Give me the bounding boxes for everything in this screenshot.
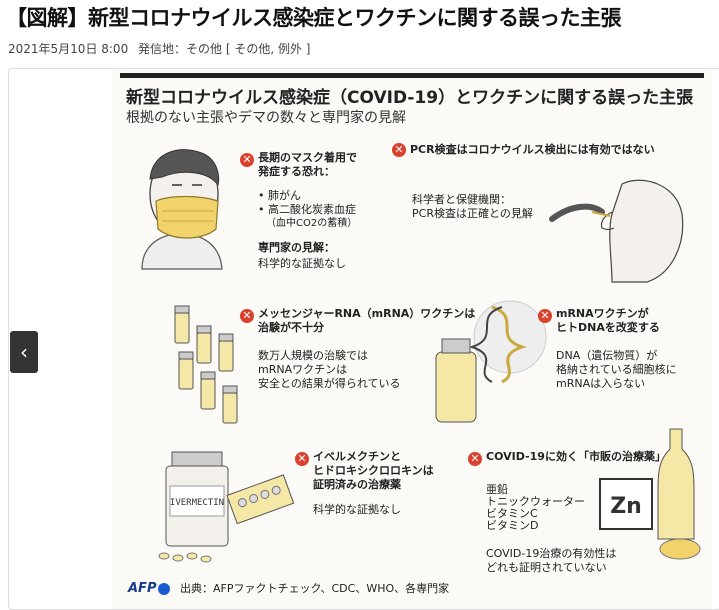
pcr-view-line2: PCR検査は正確との見解 (412, 207, 533, 220)
mask-claim-line1: 長期のマスク着用で (258, 151, 357, 164)
otc-view-line2: どれも証明されていない (486, 561, 607, 574)
mask-item-3: （血中CO2の蓄積） (266, 218, 358, 229)
mask-expert-view: 科学的な証拠なし (258, 257, 346, 270)
mask-item-1: • 肺がん (258, 189, 301, 202)
infographic: 新型コロナウイルス感染症（COVID-19）とワクチンに関する誤った主張 根拠の… (112, 69, 712, 609)
cross-icon: ✕ (240, 309, 254, 323)
ivermectin-view: 科学的な証拠なし (313, 503, 401, 516)
infographic-subtitle: 根拠のない主張やデマの数々と専門家の見解 (126, 110, 406, 126)
chevron-left-icon[interactable]: ‹ (10, 331, 38, 373)
mask-item-2: • 高二酸化炭素血症 (258, 203, 356, 216)
ivermectin-illustration: IVERMECTIN (158, 451, 295, 563)
vials-illustration (174, 305, 238, 424)
image-frame: 新型コロナウイルス感染症（COVID-19）とワクチンに関する誤った主張 根拠の… (8, 68, 719, 610)
zinc-symbol: Zn (610, 494, 642, 519)
mrna-dna-claim-line2: ヒトDNAを改変する (556, 321, 660, 334)
mrna-trial-view-line2: mRNAワクチンは (258, 363, 348, 376)
cross-icon: ✕ (468, 452, 482, 466)
mrna-trial-view-line3: 安全との結果が得られている (258, 377, 401, 390)
cross-icon: ✕ (240, 153, 254, 167)
mrna-trial-claim-line2: 治験が不十分 (258, 321, 324, 334)
ivermectin-claim-line3: 証明済みの治療薬 (313, 478, 401, 491)
top-rule (120, 73, 704, 78)
ivermectin-claim-line1: イベルメクチンと (313, 450, 401, 463)
otc-view-line1: COVID-19治療の有効性は (486, 547, 617, 560)
pcr-view-line1: 科学者と保健機関： (412, 193, 511, 206)
pcr-test-illustration (549, 179, 684, 283)
cross-icon: ✕ (392, 143, 406, 157)
mrna-trial-view-line1: 数万人規模の治験では (258, 349, 368, 362)
cross-icon: ✕ (295, 452, 309, 466)
mrna-dna-view-line2: 格納されている細胞核に (556, 363, 677, 376)
mask-claim-line2: 発症する恐れ： (258, 165, 335, 178)
zinc-tonic-illustration: Zn (599, 428, 701, 560)
afp-logo: AFP (128, 581, 171, 596)
source-credit: 出典：AFPファクトチェック、CDC、WHO、各専門家 (180, 582, 450, 595)
origin-info[interactable]: 発信地：その他 [ その他, 例外 ] (138, 42, 311, 56)
infographic-title: 新型コロナウイルス感染症（COVID-19）とワクチンに関する誤った主張 (126, 88, 694, 108)
article-meta: 2021年5月10日 8:00 発信地：その他 [ その他, 例外 ] (8, 40, 316, 57)
ivermectin-label: IVERMECTIN (170, 498, 224, 508)
otc-item-4: ビタミンD (486, 519, 539, 532)
dna-vial-illustration (435, 300, 547, 423)
mrna-dna-claim-line1: mRNAワクチンが (556, 307, 649, 320)
otc-item-3: ビタミンC (486, 507, 538, 520)
ivermectin-claim-line2: ヒドロキシクロロキンは (313, 464, 434, 477)
mask-man-illustration (141, 149, 223, 270)
otc-item-1: 亜鉛 (486, 483, 508, 496)
mrna-trial-claim-line1: メッセンジャーRNA（mRNA）ワクチンは (258, 307, 476, 320)
pcr-claim: PCR検査はコロナウイルス検出には有効ではない (410, 143, 655, 156)
otc-claim: COVID-19に効く「市販の治療薬」 (486, 450, 666, 463)
mrna-dna-view-line3: mRNAは入らない (556, 377, 646, 390)
publish-date: 2021年5月10日 8:00 (8, 42, 129, 56)
mask-expert-label: 専門家の見解： (258, 241, 335, 254)
page-title: 【図解】新型コロナウイルス感染症とワクチンに関する誤った主張 (6, 6, 622, 30)
otc-item-2: トニックウォーター (486, 495, 585, 508)
mrna-dna-view-line1: DNA（遺伝物質）が (556, 349, 658, 362)
cross-icon: ✕ (538, 309, 552, 323)
